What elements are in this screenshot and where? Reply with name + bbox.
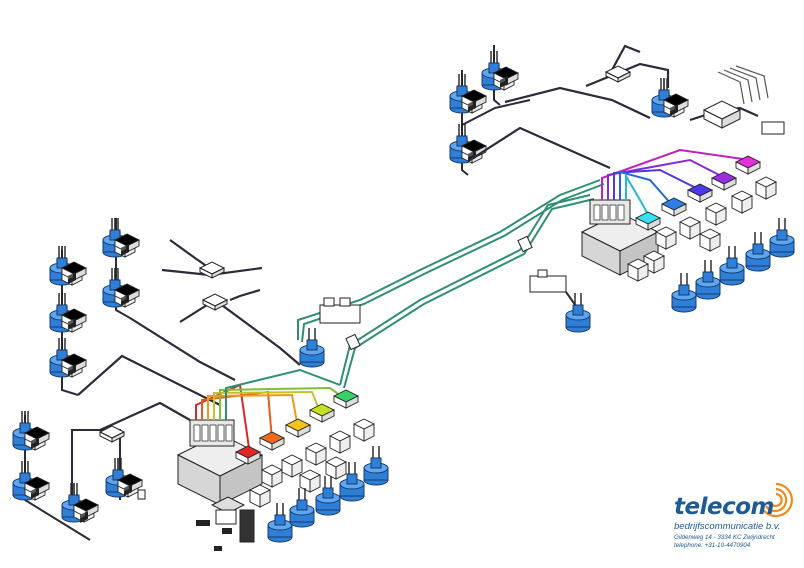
left-rack-cabinet bbox=[176, 419, 264, 506]
left-colored-trunk-cables bbox=[195, 368, 345, 456]
center-connectors bbox=[319, 235, 577, 351]
logo-address: Gildenweg 14 - 3334 KC Zwijndrecht bbox=[674, 534, 775, 541]
left-junction-boxes bbox=[98, 261, 229, 443]
right-colored-trunk-cables bbox=[601, 148, 751, 219]
green-backbone-cables bbox=[297, 179, 605, 389]
right-junction-boxes bbox=[604, 65, 785, 135]
logo-subtitle: bedrijfscommunicatie b.v. bbox=[674, 521, 781, 532]
left-backbone-cables bbox=[77, 239, 301, 432]
company-logo: telecom bedrijfscommunicatie b.v. Gilden… bbox=[668, 478, 800, 564]
logo-phone: telephone: +31-10-4470904 bbox=[674, 542, 751, 549]
computer-workstation bbox=[196, 496, 255, 551]
logo-swirl-icon bbox=[761, 482, 793, 518]
logo-wordmark: telecom bbox=[674, 494, 774, 520]
right-wall-outlets bbox=[449, 45, 689, 176]
left-wall-outlets bbox=[12, 217, 146, 541]
